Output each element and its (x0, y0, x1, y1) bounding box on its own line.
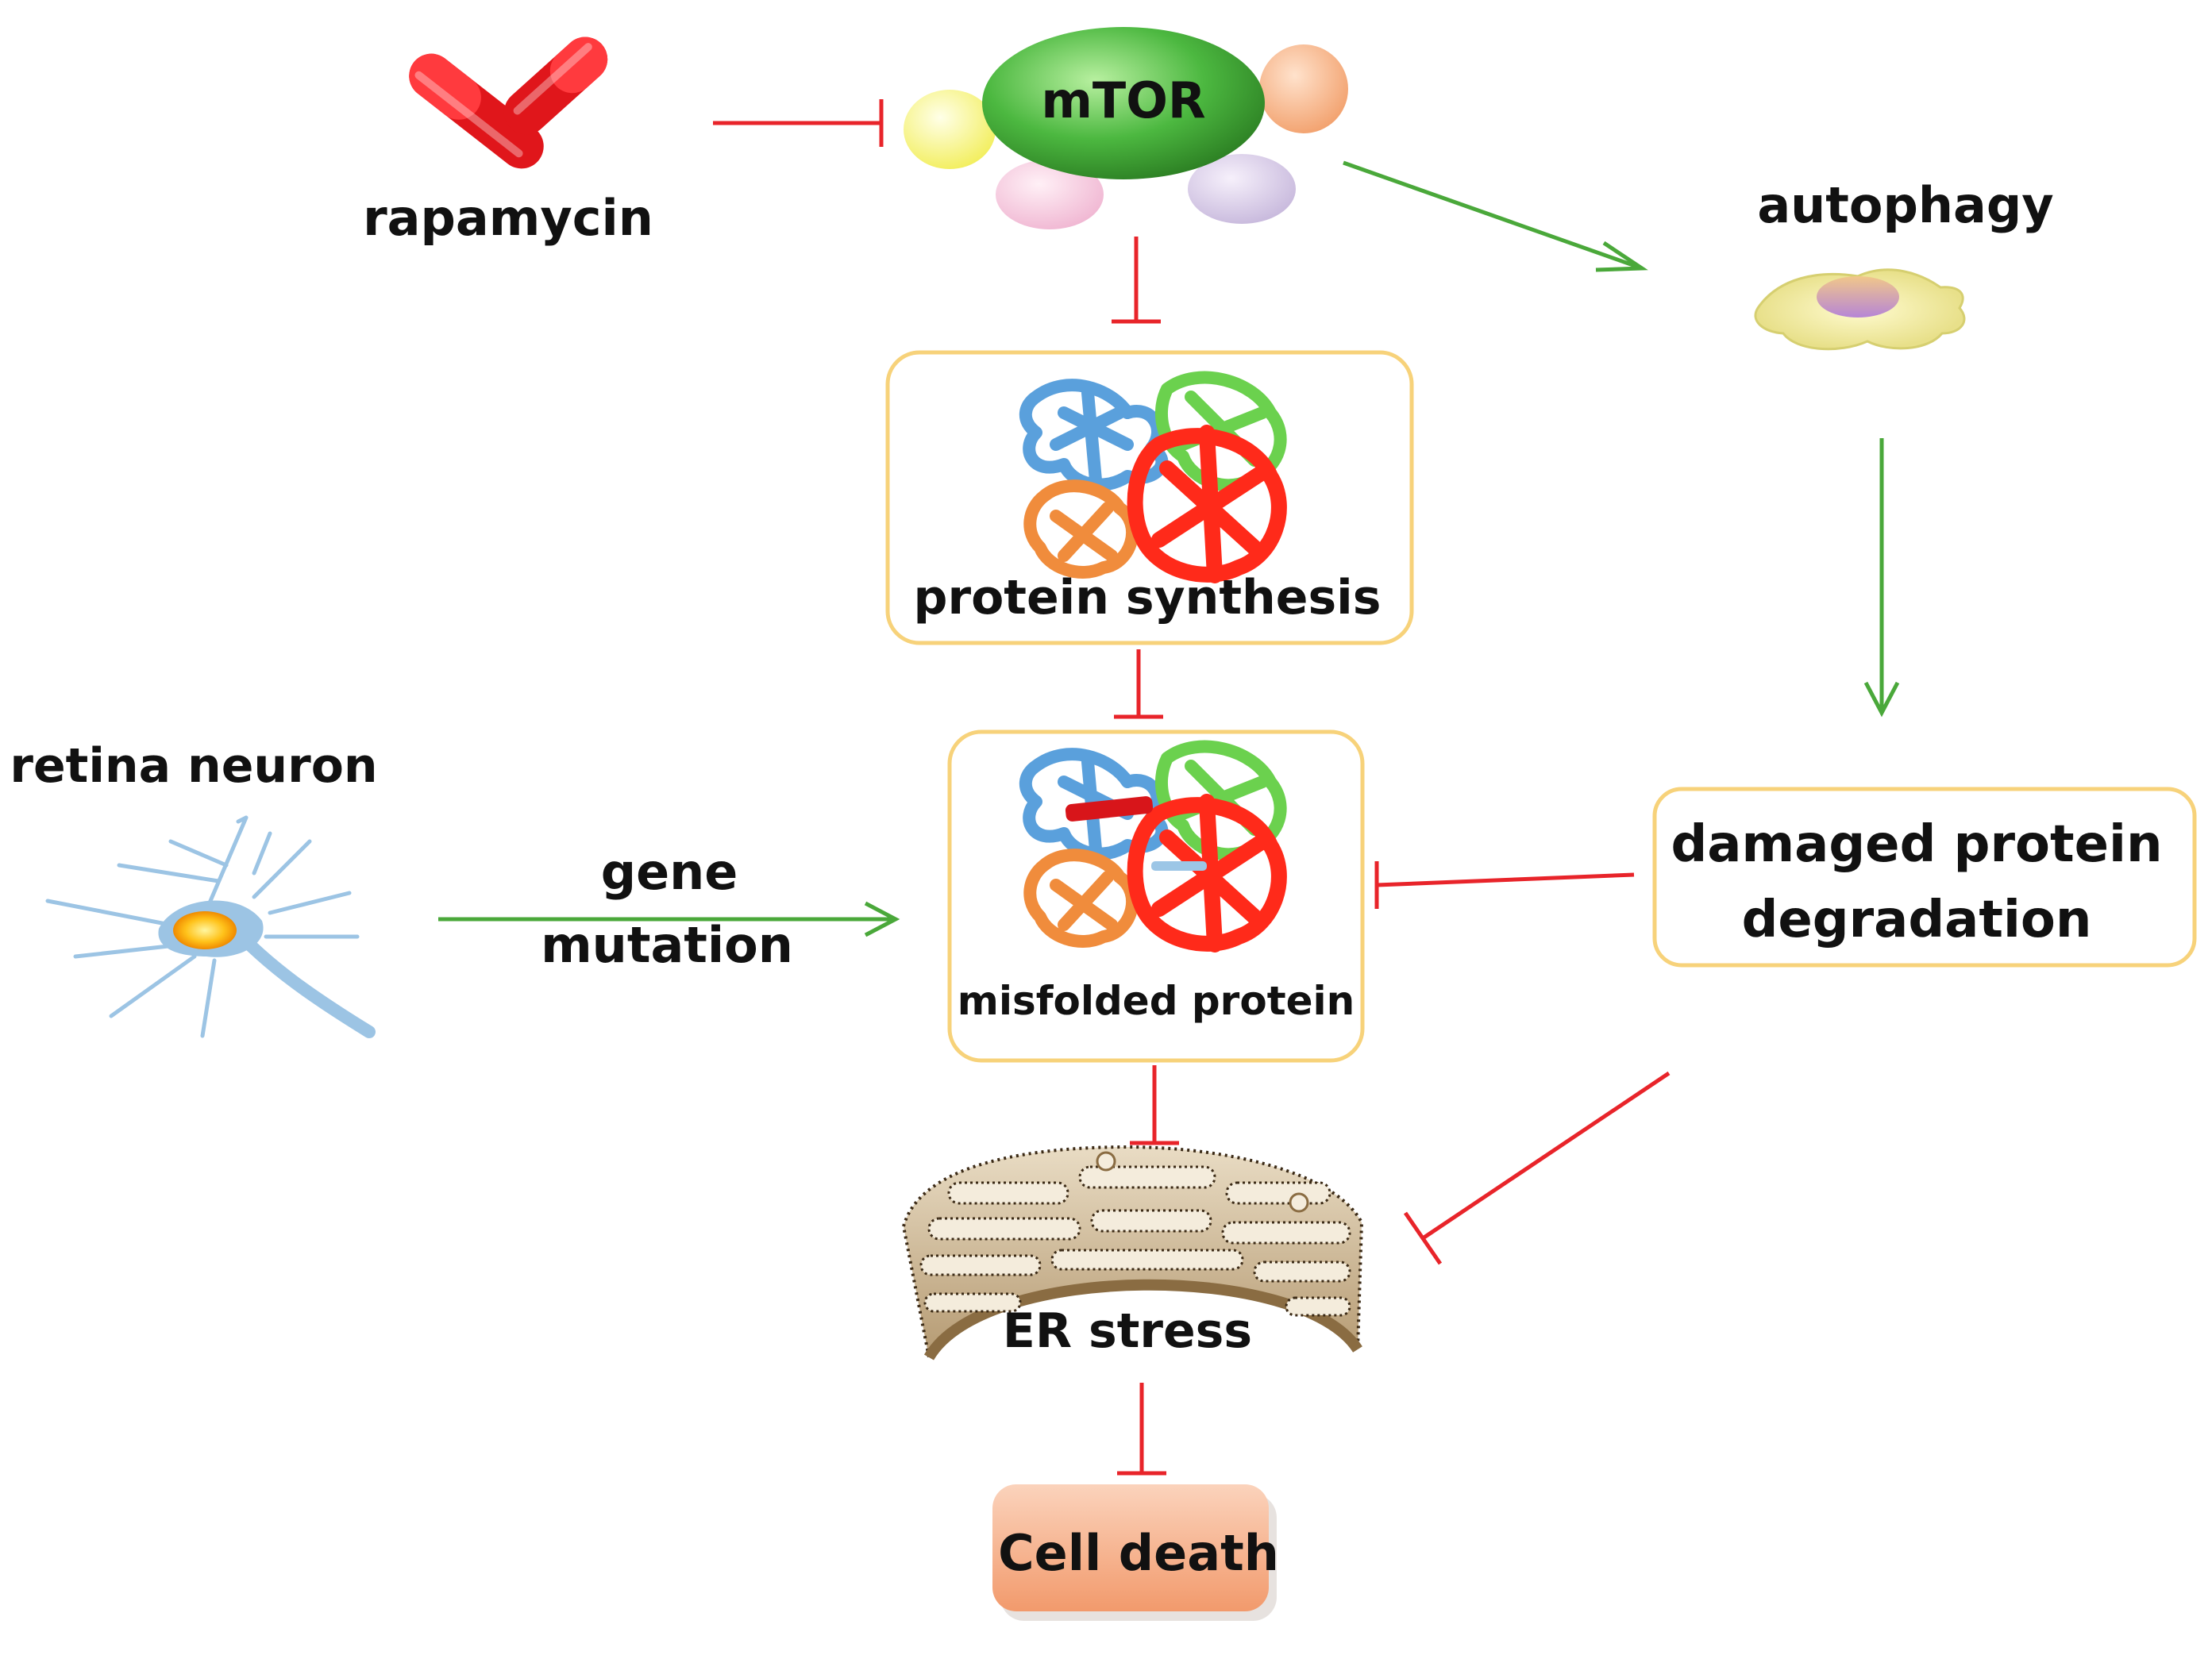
activate-autophagy-degradation-arrow (1863, 438, 1900, 718)
rapamycin-capsule-icon (409, 37, 608, 169)
damaged-protein-label-line1: damaged protein (1671, 815, 2162, 874)
mtor-label: mTOR (1041, 71, 1205, 129)
inhibit-degradation-er-arrow (1403, 1071, 1671, 1265)
protein-structure-icon (1019, 371, 1287, 583)
cell-death-box (992, 1484, 1269, 1611)
activate-gene-mutation-arrow (438, 901, 900, 937)
inhibit-rapamycin-mtor-arrow (713, 99, 884, 147)
inhibit-degradation-misfolded-arrow (1374, 861, 1635, 909)
er-stress-label: ER stress (1003, 1303, 1252, 1359)
misfolded-protein-box (947, 729, 1365, 1063)
misfolded-protein-structure-icon (1019, 740, 1287, 953)
protein-synthesis-label: protein synthesis (914, 570, 1382, 625)
misfolded-protein-label: misfolded protein (958, 978, 1355, 1024)
inhibit-mtor-protein-synthesis-arrow (1112, 237, 1161, 324)
inhibit-synthesis-misfolded-arrow (1114, 649, 1163, 719)
cell-death-label: Cell death (998, 1524, 1279, 1582)
inhibit-misfolded-er-arrow (1130, 1065, 1179, 1145)
rapamycin-label: rapamycin (363, 189, 653, 247)
damaged-protein-degradation-box (1652, 787, 2197, 968)
autophagy-label: autophagy (1757, 176, 2053, 234)
retina-neuron-label: retina neuron (10, 738, 377, 794)
gene-mutation-label-line2: mutation (541, 916, 793, 974)
endoplasmic-reticulum-icon (901, 1145, 1364, 1362)
retina-neuron-icon (45, 815, 376, 1038)
activate-mtor-autophagy-arrow (1343, 160, 1648, 272)
mtor-complex-icon (904, 27, 1348, 229)
inhibit-er-cell-death-arrow (1117, 1383, 1166, 1476)
damaged-protein-label-line2: degradation (1742, 891, 2092, 949)
gene-mutation-label-line1: gene (601, 843, 738, 901)
autophagy-cell-icon (1754, 268, 1966, 351)
